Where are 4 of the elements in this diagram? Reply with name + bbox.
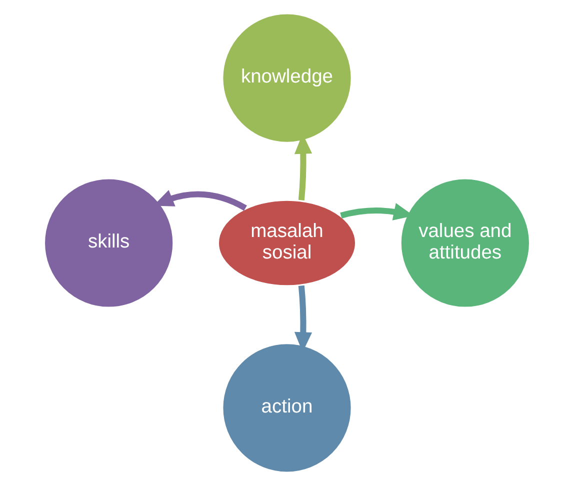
node-ellipse: masalah sosial	[216, 198, 358, 288]
node-circle: action	[220, 342, 354, 474]
node-circle: values and attitudes	[398, 176, 532, 310]
node-circle: knowledge	[220, 12, 354, 144]
